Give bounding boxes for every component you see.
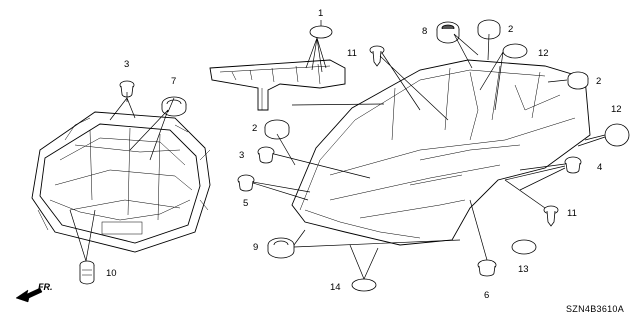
callout-numbers: 1 2 2 2 2 3 3 4 5 6 7 8 9 10 11 11 12 12… xyxy=(106,8,622,301)
callout-14: 14 xyxy=(330,282,341,293)
floor-pan xyxy=(291,59,591,246)
callout-12-top: 12 xyxy=(538,48,549,59)
plug-3-mid-icon xyxy=(257,146,275,164)
plug-2-right-icon xyxy=(567,71,589,90)
callout-8: 8 xyxy=(422,26,427,37)
callout-10: 10 xyxy=(106,268,117,279)
callout-1: 1 xyxy=(318,8,323,19)
callout-9: 9 xyxy=(253,242,258,253)
plug-14-icon xyxy=(351,278,377,292)
plug-2-left-icon xyxy=(264,119,290,140)
plug-6-icon xyxy=(477,259,497,277)
plug-4-icon xyxy=(564,156,582,174)
dashboard-panel xyxy=(209,59,346,111)
front-body-structure xyxy=(31,111,211,253)
plug-5-icon xyxy=(237,174,255,192)
plug-9-icon xyxy=(267,237,295,259)
callout-7: 7 xyxy=(171,76,176,87)
plug-10-icon xyxy=(79,260,95,285)
plug-7-icon xyxy=(161,96,187,117)
front-direction-arrow: FR. xyxy=(15,282,53,303)
leader-lines xyxy=(69,20,606,280)
callout-2-top: 2 xyxy=(508,24,513,35)
seal-12-right-icon xyxy=(604,123,630,147)
callout-11-right: 11 xyxy=(567,208,577,219)
callout-4: 4 xyxy=(597,162,602,173)
clip-11-top-icon xyxy=(369,45,385,67)
callout-2-right: 2 xyxy=(596,76,601,87)
plug-8-icon xyxy=(436,21,460,44)
callout-5: 5 xyxy=(243,198,248,209)
callout-6: 6 xyxy=(484,290,489,301)
callout-12-right: 12 xyxy=(611,104,622,115)
seal-13-icon xyxy=(511,239,537,255)
front-direction-label: FR. xyxy=(38,282,53,292)
part-code: SZN4B3610A xyxy=(566,304,624,314)
callout-2-left: 2 xyxy=(252,123,257,134)
plug-2-top-icon xyxy=(477,19,501,40)
callout-11-top: 11 xyxy=(347,48,357,59)
plug-1-oval-icon xyxy=(309,25,333,39)
seal-12-top-icon xyxy=(502,43,528,59)
callout-13: 13 xyxy=(518,264,529,275)
callout-3-left: 3 xyxy=(124,59,129,70)
clip-11-right-icon xyxy=(543,205,559,227)
callout-3-mid: 3 xyxy=(239,150,244,161)
